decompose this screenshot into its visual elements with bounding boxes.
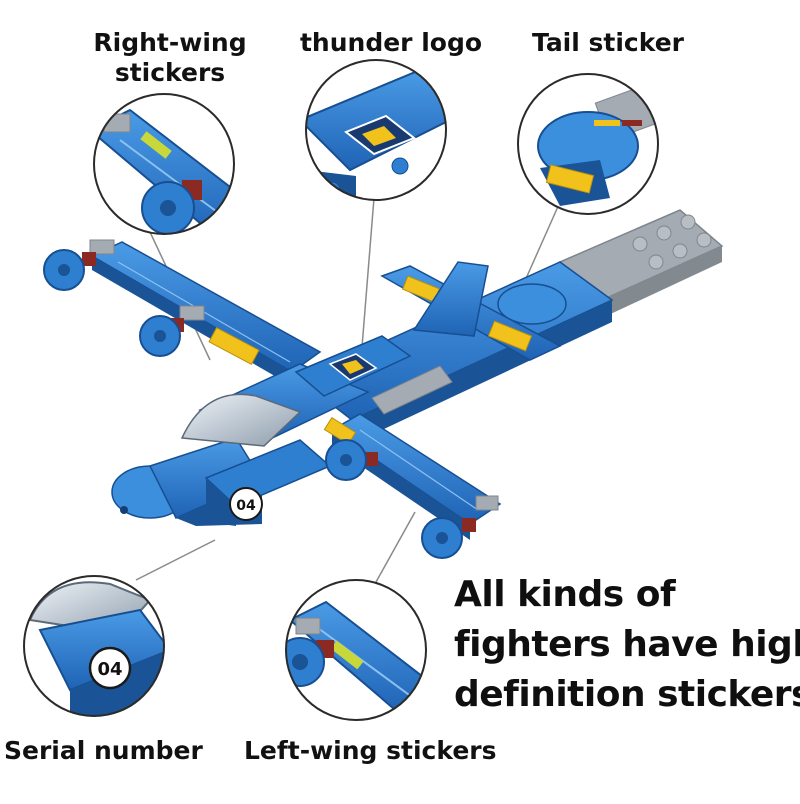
- tagline: All kinds of fighters have high definiti…: [454, 570, 800, 720]
- brick-plane: 04: [43, 209, 724, 559]
- serial-badge-sticker: 04: [229, 487, 263, 521]
- zoom-circle-tail-sticker: [517, 73, 659, 215]
- serial-badge-text: 04: [236, 498, 256, 514]
- callout-thunder-logo-label: thunder logo: [299, 28, 483, 57]
- left-wing: [323, 413, 502, 559]
- tagline-line2: fighters have high: [454, 624, 800, 665]
- callout-serial-number-label: Serial number: [4, 736, 203, 765]
- zoom-circle-thunder-logo: [305, 59, 447, 201]
- tagline-line3: definition stickers: [454, 674, 800, 715]
- canopy: [180, 393, 302, 447]
- callout-right-wing-line2: stickers: [114, 58, 226, 87]
- callout-tail-sticker-label: Tail sticker: [531, 28, 684, 57]
- tagline-line1: All kinds of: [454, 574, 676, 615]
- tail-gray-section: [558, 209, 724, 318]
- zoom-circle-serial-number: 04: [23, 575, 165, 717]
- tail-fin: [412, 261, 489, 337]
- callout-right-wing-label: Right-wing stickers: [70, 28, 270, 88]
- callout-left-wing-label: Left-wing stickers: [244, 736, 497, 765]
- right-wing: [43, 239, 322, 386]
- serial-zoom-text: 04: [97, 659, 122, 680]
- zoom-circle-left-wing: [285, 579, 427, 721]
- thunder-logo-sticker: [328, 353, 378, 381]
- zoom-circle-right-wing: [93, 93, 235, 235]
- callout-right-wing-line1: Right-wing: [93, 28, 247, 57]
